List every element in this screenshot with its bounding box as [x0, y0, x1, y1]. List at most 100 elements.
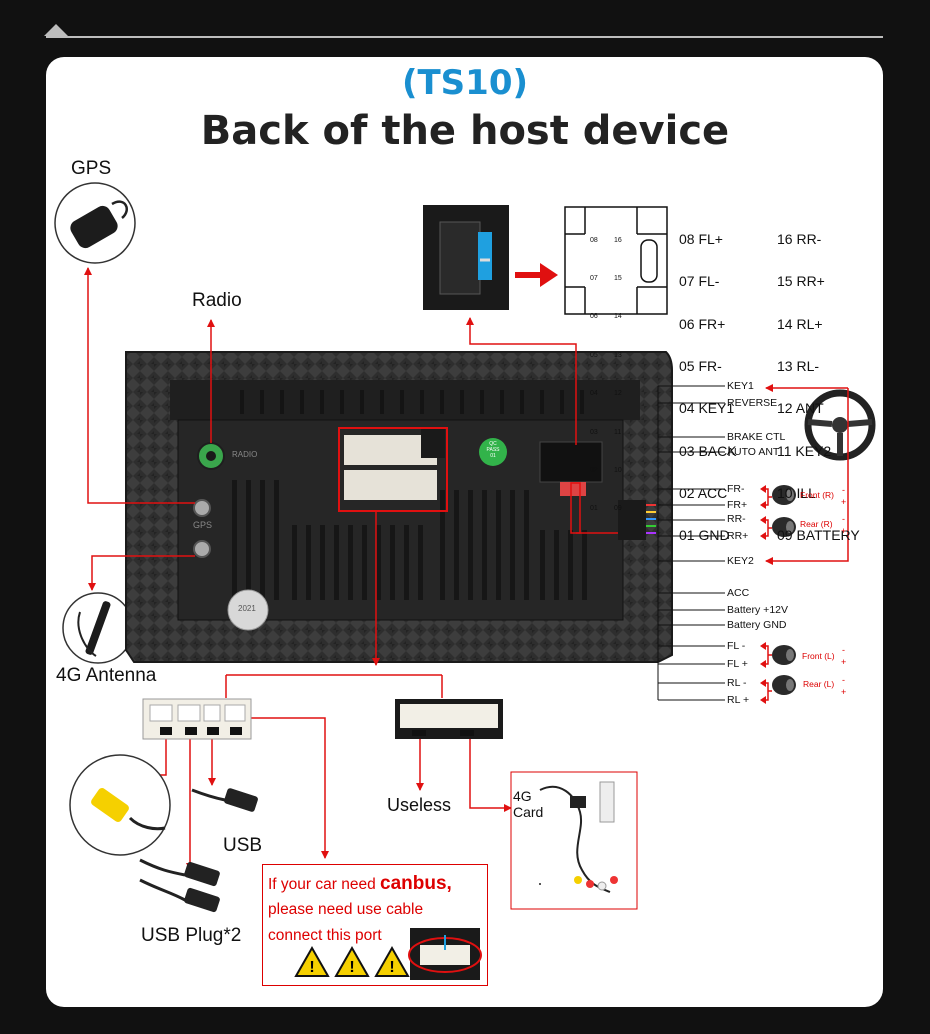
svg-text:!: !	[309, 959, 314, 976]
canbus-note-prefix: If your car need	[268, 876, 381, 893]
pin-item: 16 RR-	[777, 231, 822, 248]
page-title: Back of the host device	[200, 108, 730, 154]
card-4g-label-line2: Card	[513, 804, 544, 820]
wire-auto-ant: AUTO ANT	[727, 446, 780, 458]
radio-port-label: RADIO	[232, 450, 258, 459]
pin-item: 04 KEY1	[679, 400, 735, 417]
usb-plug-label: USB Plug*2	[141, 925, 242, 946]
pin-item: 06 FR+	[679, 315, 726, 332]
wire-fr-plus: FR+	[727, 499, 748, 511]
radio-label: Radio	[192, 290, 242, 311]
steering-wheel-icon	[804, 389, 876, 461]
connector-pin: 10	[614, 466, 622, 474]
connector-pin: 11	[614, 428, 622, 436]
usb-label: USB	[223, 835, 263, 856]
wire-fl-minus: FL -	[727, 640, 746, 652]
connector-pin: 15	[614, 274, 622, 282]
wire-key2: KEY2	[727, 555, 754, 567]
wire-fl-plus: FL +	[727, 658, 748, 670]
canbus-note-line1: If your car need canbus,	[268, 873, 452, 895]
polarity-plus: +	[841, 687, 847, 697]
connector-pin: 04	[590, 390, 598, 398]
connector-pin: 08	[590, 236, 598, 244]
wire-rr-plus: RR+	[727, 530, 749, 542]
antenna-4g-label: 4G Antenna	[56, 665, 157, 686]
useless-label: Useless	[387, 795, 452, 815]
warning-icons: ! ! !	[294, 945, 410, 977]
wire-brake: BRAKE CTL	[727, 431, 786, 443]
gps-module-icon	[54, 182, 136, 264]
wire-reverse: REVERSE	[727, 397, 778, 409]
top-divider	[46, 36, 883, 38]
useless-connector	[395, 699, 503, 739]
wire-key1: KEY1	[727, 380, 754, 392]
speaker-rear-l: Rear (L)	[803, 679, 835, 689]
canbus-note-line3: connect this port	[268, 927, 382, 944]
connector-pin: 12	[614, 390, 622, 398]
model-name: (TS10)	[401, 63, 529, 103]
pin-legend-left: 08 FL+ 07 FL- 06 FR+ 05 FR- 04 KEY1 03 B…	[679, 204, 737, 570]
usb-av-connector	[142, 698, 252, 740]
pin-item: 02 ACC	[679, 484, 728, 501]
connector-pin: 13	[614, 351, 622, 359]
pinout-diagram	[564, 206, 668, 315]
pin-item: 10 ILL	[777, 484, 816, 501]
pin-item: 08 FL+	[679, 231, 723, 248]
polarity-minus: -	[842, 485, 845, 495]
wire-rr-minus: RR-	[727, 513, 746, 525]
wire-gnd: Battery GND	[727, 619, 787, 631]
pin-item: 12 ANT	[777, 400, 824, 417]
canbus-keyword: canbus,	[380, 873, 452, 894]
gps-port-label: GPS	[193, 520, 213, 530]
wire-lines	[657, 385, 725, 701]
polarity-minus: -	[842, 645, 845, 655]
connector-pin: 16	[614, 236, 622, 244]
card-4g-box	[510, 771, 638, 910]
harness-photo	[423, 205, 509, 310]
connector-left-pins: 08 07 06 05 04 03 02 01	[590, 209, 598, 542]
connector-pin: 06	[590, 313, 598, 321]
connector-pin: 14	[614, 313, 622, 321]
polarity-plus: +	[841, 497, 847, 507]
canbus-note-box	[262, 864, 488, 986]
pin-item: 11 KEY2	[777, 442, 832, 459]
wire-rl-minus: RL -	[727, 677, 747, 689]
pin-item: 03 BACK	[679, 442, 737, 459]
pin-item: 09 BATTERY	[777, 527, 860, 544]
connector-right-pins: 16 15 14 13 12 11 10 09	[614, 209, 622, 542]
connector-pin: 02	[590, 466, 598, 474]
wire-acc: ACC	[727, 587, 750, 599]
pin-item: 13 RL-	[777, 358, 820, 375]
pin-item: 05 FR-	[679, 358, 722, 375]
rca-cable-icon	[69, 754, 171, 856]
pin-item: 07 FL-	[679, 273, 720, 290]
pin-item: 01 GND	[679, 527, 730, 544]
connector-pin: 01	[590, 505, 598, 513]
top-triangle-icon	[44, 24, 68, 36]
arrow-right-icon	[515, 263, 558, 287]
connector-pin: 03	[590, 428, 598, 436]
gps-label: GPS	[71, 158, 112, 179]
speaker-front-r: Front (R)	[800, 490, 834, 500]
polarity-plus: +	[841, 526, 847, 536]
wire-battery: Battery +12V	[727, 604, 788, 616]
polarity-plus: +	[841, 657, 847, 667]
pin-item: 14 RL+	[777, 315, 823, 332]
seal-label: 2021	[238, 604, 256, 613]
speaker-rear-r: Rear (R)	[800, 519, 833, 529]
canbus-note-line2: please need use cable	[268, 901, 424, 918]
pin-item: 15 RR+	[777, 273, 825, 290]
connector-pin: 05	[590, 351, 598, 359]
speaker-front-l: Front (L)	[802, 651, 835, 661]
wire-fr-minus: FR-	[727, 483, 745, 495]
connector-pin: 07	[590, 274, 598, 282]
usb-cable-icon	[191, 788, 258, 812]
pin-legend-right: 16 RR- 15 RR+ 14 RL+ 13 RL- 12 ANT 11 KE…	[777, 204, 860, 570]
card-4g-label-line1: 4G	[513, 788, 532, 804]
connector-pin: 09	[614, 505, 622, 513]
polarity-minus: -	[842, 514, 845, 524]
qc-badge: QC PASS 01	[486, 441, 500, 459]
usb-plug-icon	[139, 858, 220, 913]
svg-text:!: !	[389, 959, 394, 976]
